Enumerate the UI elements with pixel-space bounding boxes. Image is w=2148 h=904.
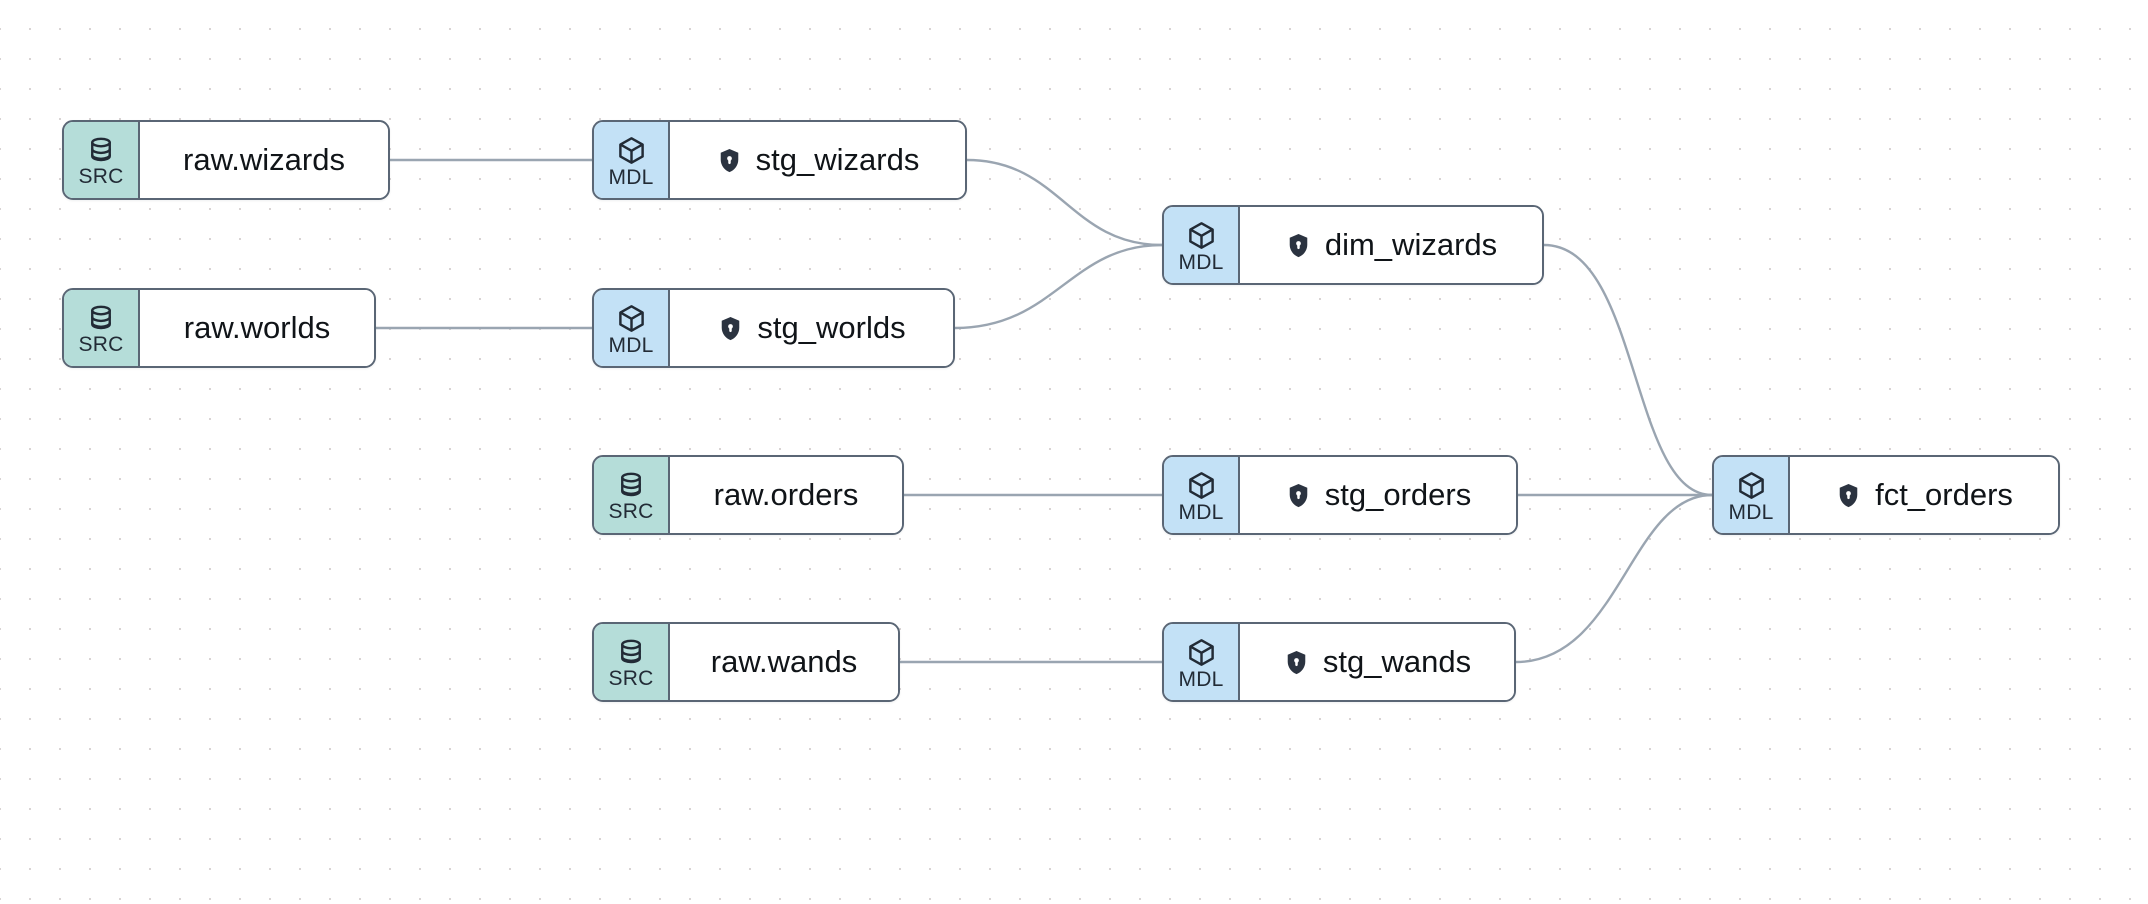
node-type-badge-mdl: MDL	[594, 290, 670, 366]
shield-lock-icon	[1285, 232, 1312, 259]
node-dim_wizards[interactable]: MDL dim_wizards	[1162, 205, 1544, 285]
node-label: raw.orders	[713, 477, 859, 512]
edge-stg_wands-to-fct_orders	[1514, 493, 1714, 664]
database-icon	[616, 637, 646, 667]
node-raw_wizards[interactable]: SRC raw.wizards	[62, 120, 390, 200]
node-body: stg_orders	[1240, 457, 1516, 533]
badge-label: MDL	[1178, 667, 1224, 691]
shield-lock-icon	[1285, 482, 1312, 509]
node-label: raw.worlds	[183, 310, 331, 345]
node-body: raw.worlds	[140, 290, 374, 366]
badge-label: MDL	[608, 165, 654, 189]
node-raw_worlds[interactable]: SRC raw.worlds	[62, 288, 376, 368]
node-label: stg_orders	[1324, 477, 1472, 512]
node-stg_orders[interactable]: MDL stg_orders	[1162, 455, 1518, 535]
node-label: dim_wizards	[1324, 227, 1498, 262]
node-label: fct_orders	[1875, 477, 2013, 512]
node-raw_wands[interactable]: SRC raw.wands	[592, 622, 900, 702]
node-body: dim_wizards	[1240, 207, 1542, 283]
node-raw_orders[interactable]: SRC raw.orders	[592, 455, 904, 535]
node-body: stg_worlds	[670, 290, 953, 366]
badge-label: SRC	[608, 667, 654, 690]
node-type-badge-mdl: MDL	[1164, 207, 1240, 283]
node-body: stg_wands	[1240, 624, 1514, 700]
badge-label: SRC	[78, 165, 124, 188]
node-stg_wands[interactable]: MDL stg_wands	[1162, 622, 1516, 702]
badge-label: MDL	[1178, 500, 1224, 524]
cube-icon	[1186, 470, 1217, 501]
edge-stg_wizards-to-dim_wizards	[965, 158, 1164, 247]
cube-icon	[616, 303, 647, 334]
cube-icon	[1736, 470, 1767, 501]
node-label: stg_wands	[1322, 644, 1472, 679]
node-type-badge-src: SRC	[64, 290, 140, 366]
database-icon	[86, 135, 116, 165]
node-stg_worlds[interactable]: MDL stg_worlds	[592, 288, 955, 368]
node-type-badge-src: SRC	[594, 457, 670, 533]
node-body: raw.wizards	[140, 122, 388, 198]
node-type-badge-src: SRC	[64, 122, 140, 198]
cube-icon	[1186, 220, 1217, 251]
shield-lock-icon	[1283, 649, 1310, 676]
node-label: stg_wizards	[755, 142, 920, 177]
node-body: stg_wizards	[670, 122, 965, 198]
node-type-badge-mdl: MDL	[594, 122, 670, 198]
node-body: raw.orders	[670, 457, 902, 533]
node-stg_wizards[interactable]: MDL stg_wizards	[592, 120, 967, 200]
node-body: fct_orders	[1790, 457, 2058, 533]
node-label: raw.wands	[710, 644, 858, 679]
edge-dim_wizards-to-fct_orders	[1542, 243, 1714, 497]
shield-lock-icon	[716, 147, 743, 174]
badge-label: MDL	[1178, 250, 1224, 274]
node-type-badge-mdl: MDL	[1164, 624, 1240, 700]
node-body: raw.wands	[670, 624, 898, 700]
database-icon	[86, 303, 116, 333]
node-type-badge-mdl: MDL	[1164, 457, 1240, 533]
badge-label: SRC	[78, 333, 124, 356]
shield-lock-icon	[1835, 482, 1862, 509]
edge-stg_worlds-to-dim_wizards	[953, 243, 1164, 330]
badge-label: SRC	[608, 500, 654, 523]
node-label: stg_worlds	[757, 310, 906, 345]
shield-lock-icon	[717, 315, 744, 342]
node-label: raw.wizards	[183, 142, 345, 177]
cube-icon	[1186, 637, 1217, 668]
badge-label: MDL	[1728, 500, 1774, 524]
node-fct_orders[interactable]: MDL fct_orders	[1712, 455, 2060, 535]
node-type-badge-mdl: MDL	[1714, 457, 1790, 533]
cube-icon	[616, 135, 647, 166]
badge-label: MDL	[608, 333, 654, 357]
node-type-badge-src: SRC	[594, 624, 670, 700]
database-icon	[616, 470, 646, 500]
